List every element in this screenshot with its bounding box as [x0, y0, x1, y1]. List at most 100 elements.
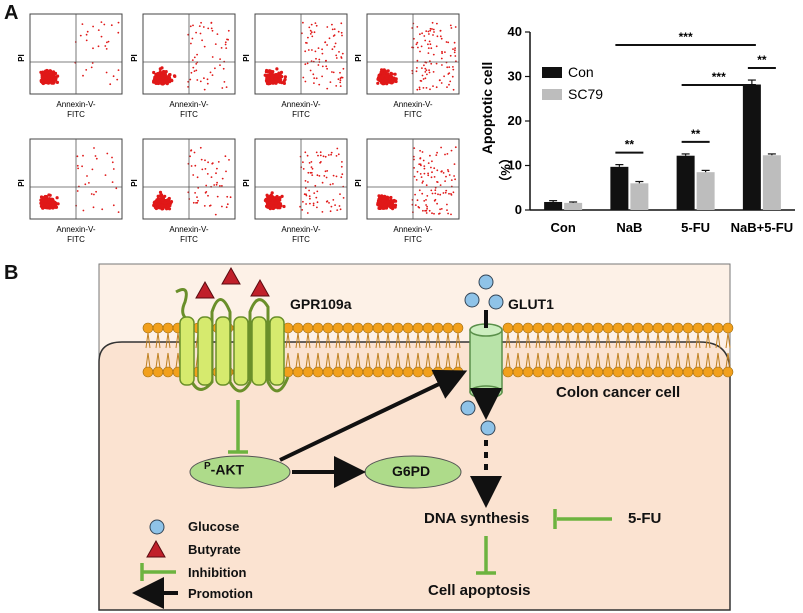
flow-plot: PI Annexin-V-FITC	[243, 13, 348, 119]
y-tick-label: 40	[508, 24, 522, 39]
legend-label-con: Con	[568, 64, 594, 80]
bar-con	[676, 155, 695, 210]
flow-plot: PI Annexin-V-FITC	[18, 138, 123, 244]
flow-xlabel-line1: Annexin-V-	[169, 100, 208, 109]
flow-xlabel-line2: FITC	[67, 110, 85, 119]
pakt-label-rest: -AKT	[210, 461, 245, 478]
flow-xlabel-line1: Annexin-V-	[56, 225, 95, 234]
flow-dots	[39, 147, 120, 213]
y-tick-label: 20	[508, 113, 522, 128]
g6pd-label: G6PD	[392, 463, 431, 479]
flow-xlabel-line1: Annexin-V-	[281, 100, 320, 109]
x-tick-label: NaB+5-FU	[731, 220, 794, 235]
bar-sc79	[564, 202, 583, 210]
x-tick-label: 5-FU	[681, 220, 710, 235]
flow-plot: PI Annexin-V-FITC	[131, 13, 236, 119]
flow-ylabel: PI	[243, 54, 251, 62]
legend-butyrate-icon	[146, 539, 166, 558]
flow-xlabel-line1: Annexin-V-	[281, 225, 320, 234]
flow-plot: PI Annexin-V-FITC	[355, 13, 460, 119]
flow-xlabel-line2: FITC	[180, 235, 198, 244]
panel-b-letter: B	[4, 262, 19, 284]
significance-label: ***	[679, 30, 693, 44]
butyrate-triangle	[221, 266, 241, 285]
promotion-arrow	[279, 369, 468, 462]
flow-xlabel-line2: FITC	[404, 110, 422, 119]
chart-legend: Con SC79	[542, 64, 603, 102]
flow-ylabel: PI	[131, 179, 139, 187]
apoptosis-label: Cell apoptosis	[428, 582, 531, 599]
ylabel-line1: Apoptotic cell	[479, 62, 495, 155]
glucose-icon	[460, 400, 476, 416]
pakt-label-p: P	[204, 461, 211, 472]
bar-chart-marks	[544, 79, 781, 210]
glucose-icon	[480, 420, 496, 436]
flow-dots	[376, 21, 457, 91]
x-tick-label: NaB	[616, 220, 642, 235]
bar-con	[544, 201, 563, 210]
flow-xlabel-line2: FITC	[67, 235, 85, 244]
flow-ylabel: PI	[355, 179, 363, 187]
flow-dots	[39, 21, 120, 86]
flow-xlabel-line1: Annexin-V-	[169, 225, 208, 234]
flow-xlabel-line1: Annexin-V-	[56, 100, 95, 109]
pakt-oval	[189, 455, 291, 489]
flow-dots	[152, 21, 230, 91]
flow-xlabel-line2: FITC	[404, 235, 422, 244]
bar-sc79	[762, 155, 781, 210]
gpr109a-label: GPR109a	[290, 296, 352, 312]
flow-ylabel: PI	[131, 54, 139, 62]
flow-ylabel: PI	[355, 54, 363, 62]
flow-dots	[263, 147, 345, 214]
significance-label: **	[691, 127, 701, 141]
legend-glucose-icon	[149, 519, 165, 535]
bar-con	[742, 84, 761, 210]
panel-a-letter: A	[4, 2, 19, 24]
glut1-label: GLUT1	[508, 296, 554, 312]
legend-promotion-label: Promotion	[188, 586, 253, 601]
flow-xlabel-line1: Annexin-V-	[393, 100, 432, 109]
cell-label: Colon cancer cell	[556, 384, 681, 401]
significance-label: **	[625, 138, 635, 152]
mechanism-diagram	[98, 263, 734, 611]
flow-ylabel: PI	[18, 179, 26, 187]
fu-label: 5-FU	[628, 510, 662, 527]
flow-xlabel-line2: FITC	[180, 110, 198, 119]
flow-dots	[263, 21, 345, 90]
legend-swatch-sc79	[542, 89, 562, 100]
glucose-icon	[464, 292, 480, 308]
legend-swatch-con	[542, 67, 562, 78]
y-tick-label: 0	[515, 202, 522, 217]
flow-ylabel: PI	[18, 54, 26, 62]
significance-label: **	[757, 53, 767, 67]
significance-brackets: ************	[615, 30, 776, 154]
chart-ylabel: Apoptotic cell （%）	[479, 62, 513, 189]
significance-label: ***	[712, 70, 726, 84]
gpr109a-receptor	[175, 288, 290, 393]
dna-synthesis-label: DNA synthesis	[424, 510, 530, 527]
bar-sc79	[696, 172, 715, 210]
flow-plot: PI Annexin-V-FITC	[131, 138, 236, 244]
flow-dots	[376, 146, 457, 216]
legend-glucose-label: Glucose	[188, 519, 240, 534]
flow-xlabel-line1: Annexin-V-	[393, 225, 432, 234]
x-tick-label: Con	[550, 220, 575, 235]
flow-ylabel: PI	[243, 179, 251, 187]
y-tick-label: 30	[508, 69, 522, 84]
flow-plot: PI Annexin-V-FITC	[18, 13, 123, 119]
bar-con	[610, 166, 629, 210]
glucose-icon	[478, 274, 494, 290]
pakt-label: P-AKT	[204, 461, 244, 478]
flow-xlabel-line2: FITC	[292, 235, 310, 244]
legend-butyrate-label: Butyrate	[188, 542, 241, 557]
y-tick-label: 10	[508, 158, 522, 173]
butyrate-triangle	[195, 280, 215, 299]
flow-plot: PI Annexin-V-FITC	[243, 138, 348, 244]
flow-dots	[152, 146, 232, 216]
butyrate-triangle	[250, 278, 270, 297]
flow-xlabel-line2: FITC	[292, 110, 310, 119]
legend-label-sc79: SC79	[568, 86, 603, 102]
legend-inhibition-label: Inhibition	[188, 565, 247, 580]
flow-plot: PI Annexin-V-FITC	[355, 138, 460, 244]
